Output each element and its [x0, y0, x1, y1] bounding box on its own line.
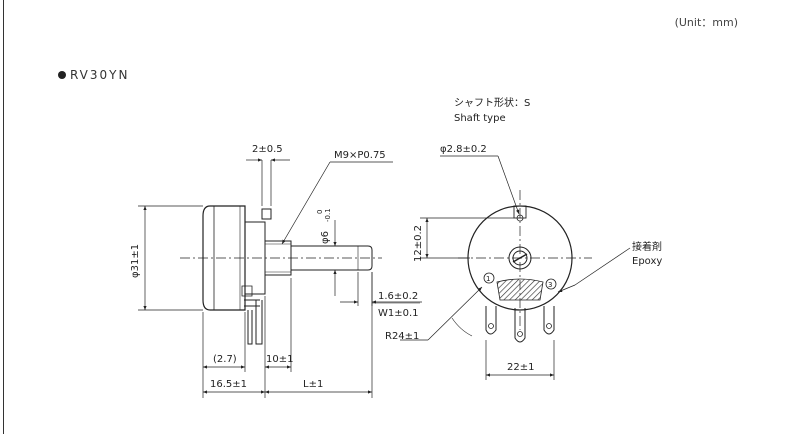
terminal-2	[514, 308, 526, 343]
terminal-b	[255, 300, 263, 345]
shaft-end-outer	[508, 246, 532, 270]
terminal-1-number: 1	[486, 275, 490, 283]
dim-bushing-len: 10±1	[266, 354, 293, 365]
dim-shaft-len: L±1	[303, 379, 323, 390]
body-outline	[202, 205, 246, 311]
terminal-1	[485, 306, 497, 335]
dim-hole-offset: 12±0.2	[413, 225, 424, 262]
terminal-3	[543, 306, 555, 335]
model-name: RV30YN	[70, 68, 130, 82]
dim-shaft-tol-upper: 0	[316, 210, 324, 214]
threaded-bushing	[264, 240, 292, 276]
side-dimensions	[138, 158, 422, 398]
dim-shaft-dia: φ6	[320, 231, 331, 244]
bullet-icon	[58, 71, 66, 79]
dim-body-len: 16.5±1	[210, 379, 247, 390]
shaft	[291, 245, 373, 271]
dim-hole-dia: φ2.8±0.2	[440, 144, 487, 155]
page-left-border	[3, 0, 4, 434]
top-tab	[261, 208, 272, 220]
epoxy-label-en: Epoxy	[632, 256, 662, 267]
shaft-type-jp: シャフト形状：S	[454, 96, 530, 109]
shaft-type-en: Shaft type	[454, 113, 506, 124]
epoxy-label-jp: 接着剤	[632, 240, 662, 253]
front-dimensions	[400, 155, 631, 380]
shaft-end-inner	[512, 250, 528, 266]
terminal-a	[247, 310, 253, 345]
dim-body-2-7: (2.7)	[213, 354, 237, 365]
front-view	[458, 190, 592, 343]
unit-label: (Unit：mm)	[674, 16, 738, 29]
epoxy-hatch	[496, 278, 544, 301]
dim-terminal-pitch: 22±1	[507, 362, 534, 373]
dim-flat-depth: 1.6±0.2	[378, 291, 418, 302]
dim-thread: M9×P0.75	[334, 150, 386, 161]
dim-shaft-tol-lower: -0.1	[324, 208, 332, 222]
mount-hole	[516, 214, 524, 222]
dim-body-dia: φ31±1	[130, 244, 141, 278]
dim-flat-width: W1±0.1	[378, 308, 419, 319]
dim-terminal-offset: 2±0.5	[252, 144, 283, 155]
top-notch	[513, 205, 527, 219]
model-heading: RV30YN	[58, 68, 129, 82]
terminal-3-number: 3	[548, 281, 552, 289]
side-view	[180, 205, 382, 345]
dim-radius: R24±1	[385, 331, 419, 342]
